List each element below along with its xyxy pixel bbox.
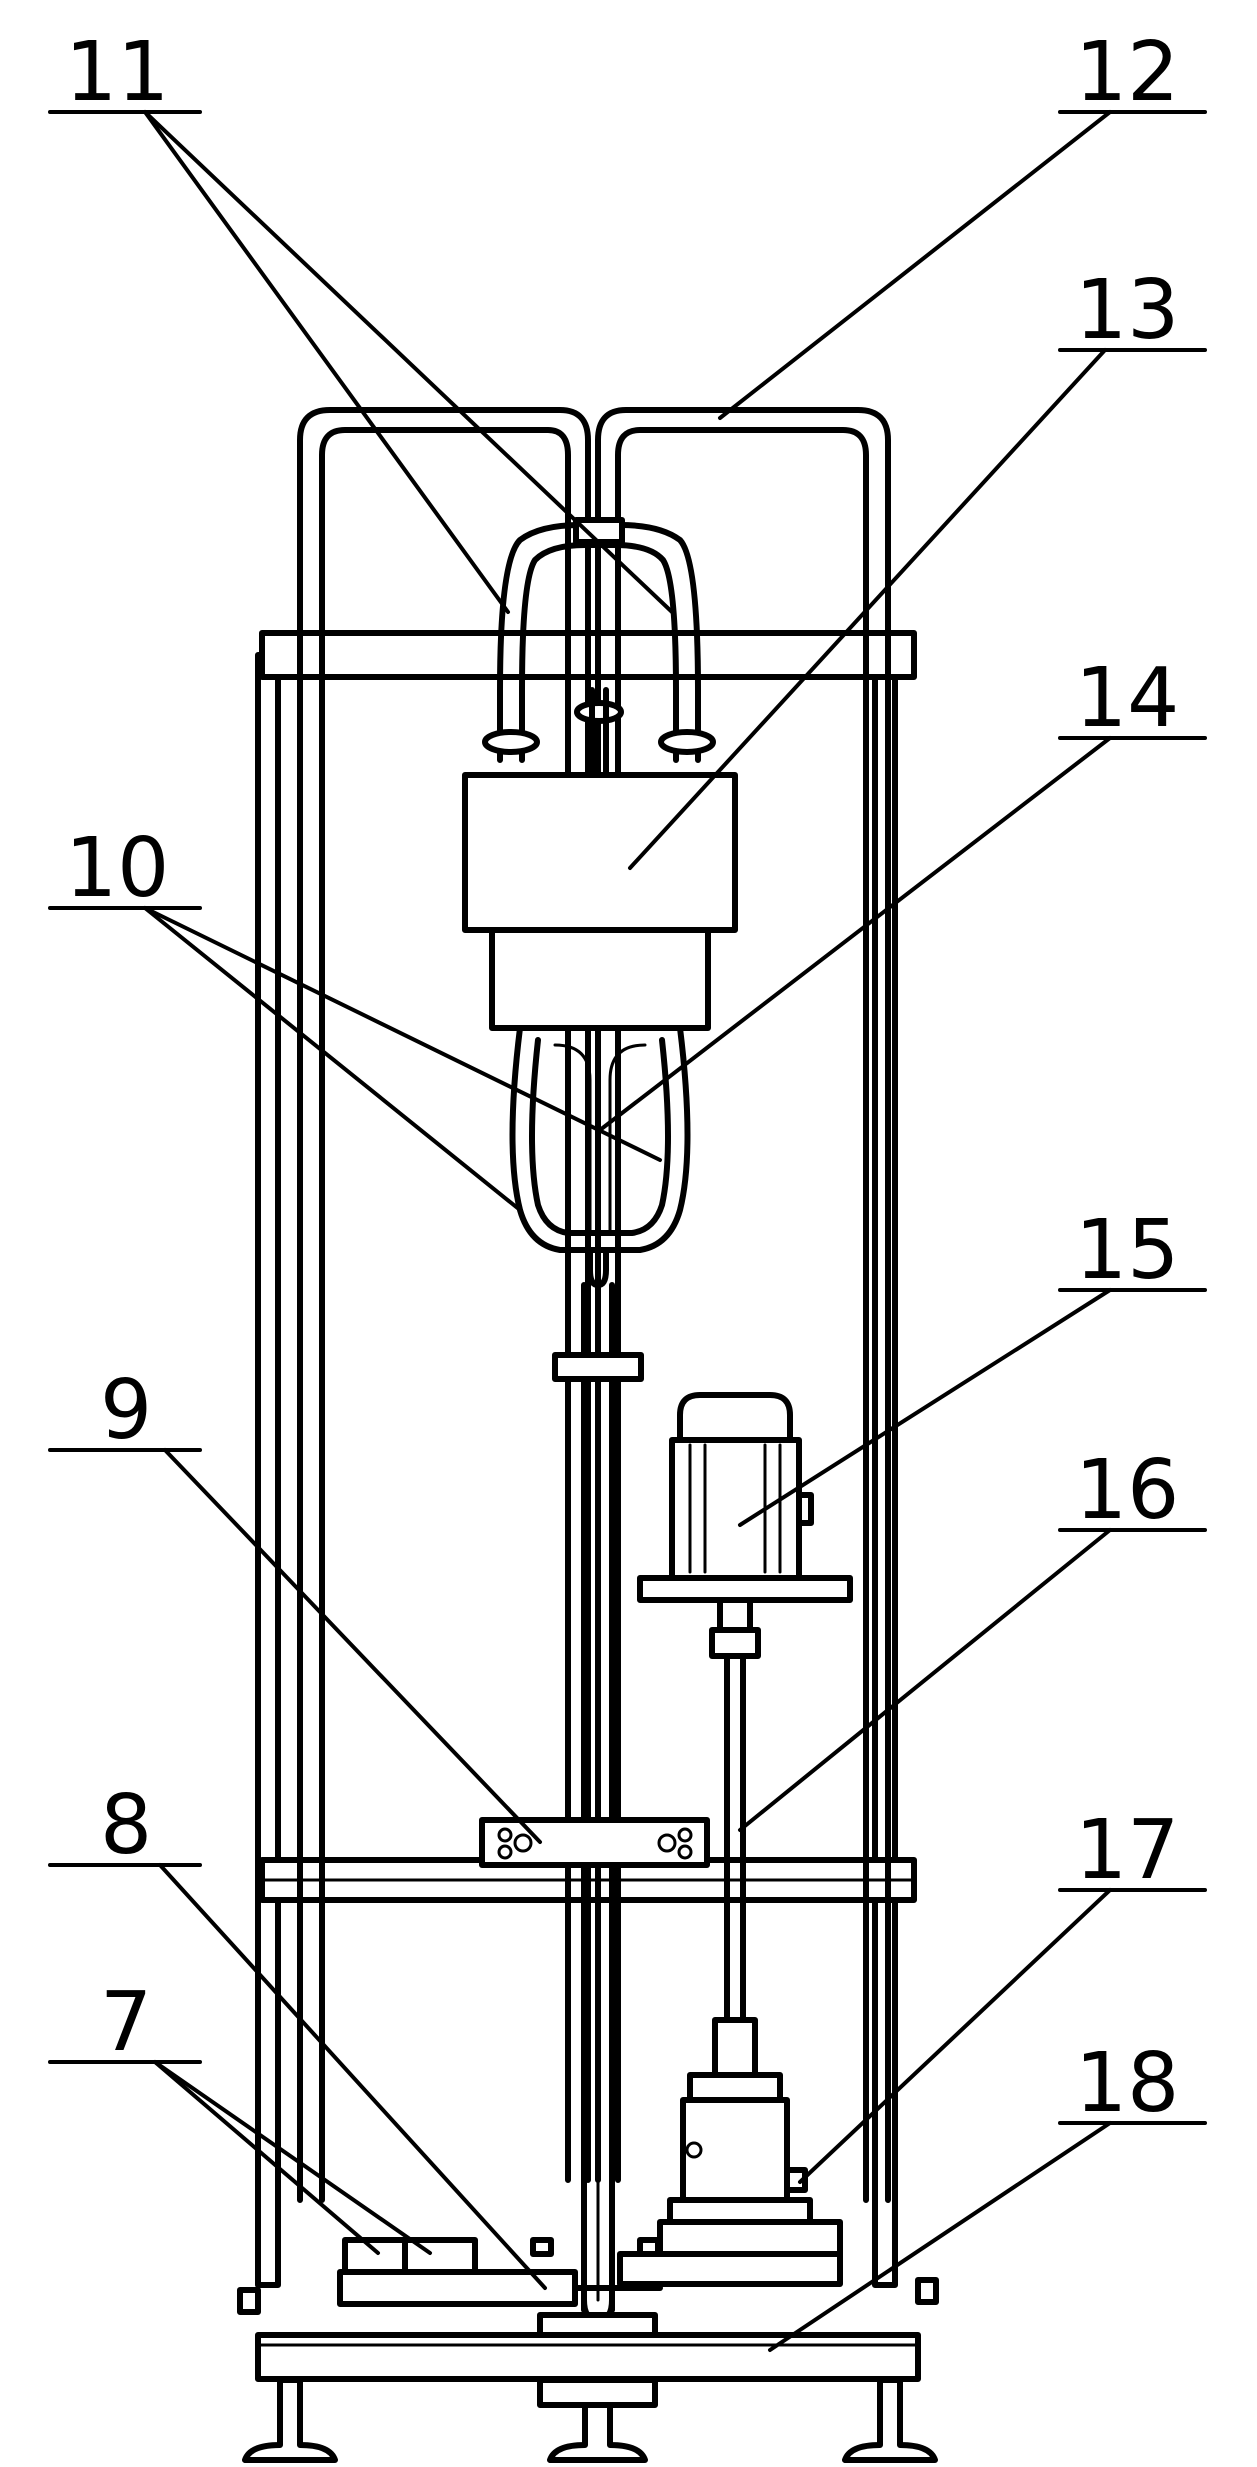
motor: [637, 1392, 853, 1659]
central-shaft: [479, 1282, 710, 2323]
label-11: 11: [65, 25, 169, 120]
feet: [242, 2377, 938, 2463]
label-13: 13: [1075, 263, 1179, 358]
label-17: 17: [1075, 1803, 1179, 1898]
label-12: 12: [1075, 25, 1179, 120]
label-14: 14: [1075, 651, 1179, 746]
label-16: 16: [1075, 1443, 1179, 1538]
bottom-assembly: [237, 2219, 939, 2408]
reducer: [667, 2017, 813, 2225]
label-10: 10: [65, 821, 169, 916]
upper-tube-frame: [297, 407, 891, 2203]
vessel: [509, 1025, 691, 1288]
label-15: 15: [1075, 1203, 1179, 1298]
drive-shaft: [724, 1653, 746, 2023]
part-labels: 11 12 13 14 10 15 9 16 8 17 7 18: [65, 25, 1179, 2131]
label-7: 7: [100, 1975, 152, 2070]
label-18: 18: [1075, 2036, 1179, 2131]
label-8: 8: [100, 1778, 152, 1873]
label-9: 9: [100, 1363, 152, 1458]
upper-box: [462, 772, 738, 1031]
leader-lines: [48, 110, 1207, 2352]
